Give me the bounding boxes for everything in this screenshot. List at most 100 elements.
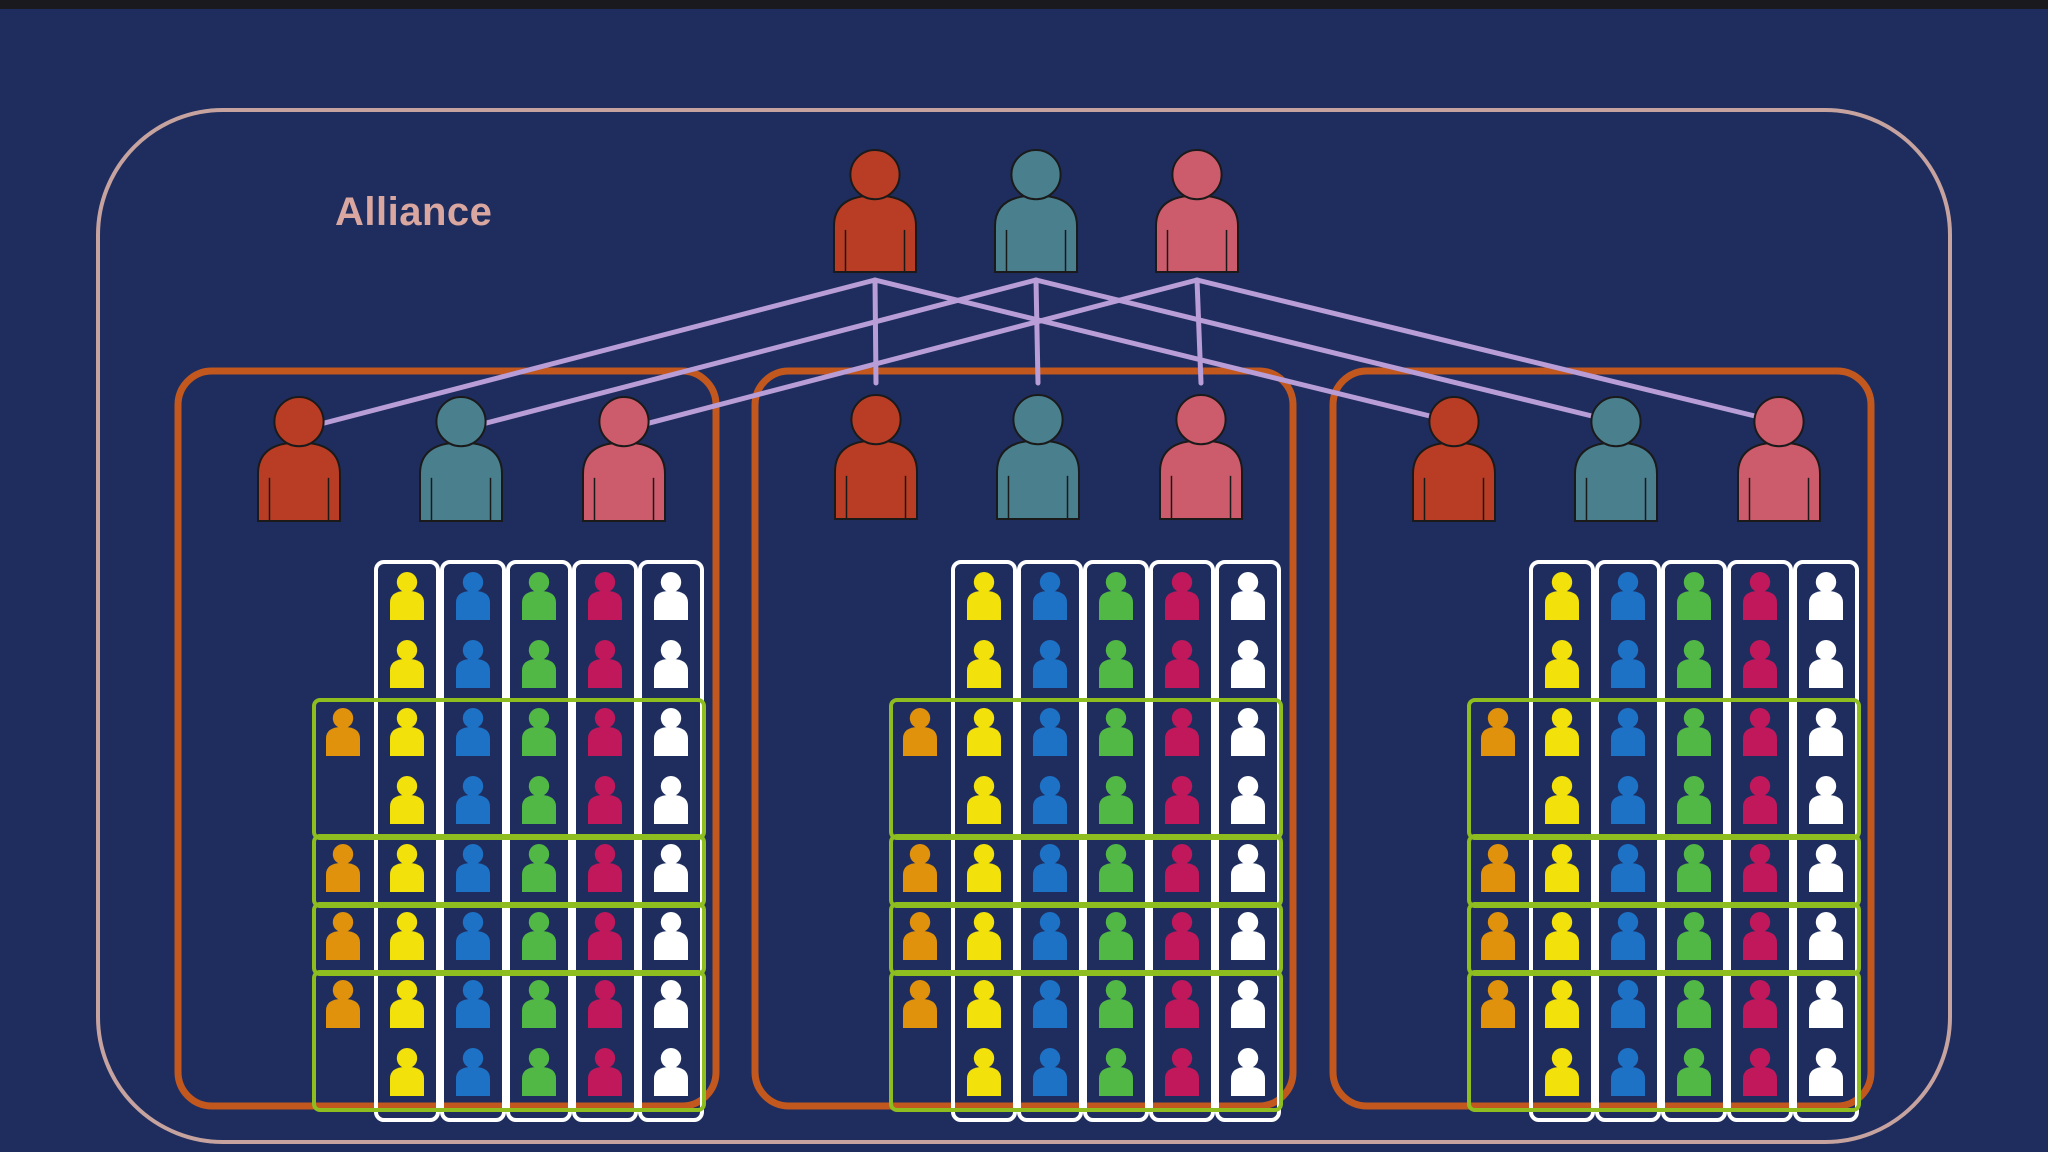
- group-3-member-yellow-4: [1545, 776, 1579, 824]
- group-2-member-green-6: [1099, 912, 1133, 960]
- group-3-member-yellow-5: [1545, 844, 1579, 892]
- group-2-member-orange-7: [903, 980, 937, 1028]
- group-3-member-yellow-7: [1545, 980, 1579, 1028]
- group-1-member-blue-6: [456, 912, 490, 960]
- group-2-member-blue-4: [1033, 776, 1067, 824]
- group-2-leader-pink-icon: [1159, 394, 1243, 520]
- group-1-member-orange-5: [326, 844, 360, 892]
- group-1-container: [174, 367, 720, 1110]
- group-1-column-green: [506, 560, 572, 1122]
- group-2-member-blue-3: [1033, 708, 1067, 756]
- group-3-member-green-3: [1677, 708, 1711, 756]
- group-1-row-group-4: [312, 970, 706, 1112]
- group-1-member-yellow-7: [390, 980, 424, 1028]
- group-2-column-yellow: [951, 560, 1017, 1122]
- group-2-member-blue-7: [1033, 980, 1067, 1028]
- group-1-member-white-8: [654, 1048, 688, 1096]
- group-2-member-magenta-6: [1165, 912, 1199, 960]
- group-1-member-blue-7: [456, 980, 490, 1028]
- group-3-leader-red-icon: [1412, 396, 1496, 522]
- group-2-member-white-7: [1231, 980, 1265, 1028]
- group-3-member-white-3: [1809, 708, 1843, 756]
- group-2-container: [751, 367, 1297, 1110]
- group-3-member-green-2: [1677, 640, 1711, 688]
- group-1-member-white-2: [654, 640, 688, 688]
- connector-leader-red-group-1: [306, 277, 878, 430]
- group-3-member-yellow-3: [1545, 708, 1579, 756]
- group-2-column-magenta: [1149, 560, 1215, 1122]
- group-1-member-yellow-8: [390, 1048, 424, 1096]
- group-3-member-blue-4: [1611, 776, 1645, 824]
- group-3-member-blue-8: [1611, 1048, 1645, 1096]
- group-1-member-magenta-2: [588, 640, 622, 688]
- group-2-member-yellow-6: [967, 912, 1001, 960]
- group-3-member-magenta-4: [1743, 776, 1777, 824]
- group-3-leader-pink-icon: [1737, 396, 1821, 522]
- group-1-member-yellow-3: [390, 708, 424, 756]
- group-3-member-green-6: [1677, 912, 1711, 960]
- group-3-member-blue-1: [1611, 572, 1645, 620]
- group-2-member-magenta-2: [1165, 640, 1199, 688]
- group-2-column-blue: [1017, 560, 1083, 1122]
- group-2-member-white-3: [1231, 708, 1265, 756]
- group-3-column-yellow: [1529, 560, 1595, 1122]
- group-1-member-green-7: [522, 980, 556, 1028]
- group-3-member-blue-5: [1611, 844, 1645, 892]
- group-1-member-orange-6: [326, 912, 360, 960]
- group-2-member-green-8: [1099, 1048, 1133, 1096]
- group-1-member-white-5: [654, 844, 688, 892]
- group-3-member-white-7: [1809, 980, 1843, 1028]
- group-2-member-magenta-8: [1165, 1048, 1199, 1096]
- connector-leader-teal-group-2: [1033, 277, 1041, 386]
- group-1-leader-teal-icon: [419, 396, 503, 522]
- group-3-leader-teal-icon: [1574, 396, 1658, 522]
- group-1-member-green-2: [522, 640, 556, 688]
- group-1-member-blue-8: [456, 1048, 490, 1096]
- group-1-member-green-3: [522, 708, 556, 756]
- group-1: [257, 396, 706, 1122]
- group-1-member-green-4: [522, 776, 556, 824]
- group-2-member-magenta-3: [1165, 708, 1199, 756]
- connector-leader-pink-group-3: [1194, 277, 1762, 420]
- alliance-leader-teal-icon: [994, 149, 1078, 273]
- group-1-member-white-4: [654, 776, 688, 824]
- connector-leader-pink-group-1: [631, 277, 1200, 430]
- group-1-member-orange-7: [326, 980, 360, 1028]
- group-1-member-blue-3: [456, 708, 490, 756]
- connector-leader-red-group-2: [872, 277, 879, 386]
- group-2-member-white-1: [1231, 572, 1265, 620]
- group-2-member-white-4: [1231, 776, 1265, 824]
- group-3-member-orange-3: [1481, 708, 1515, 756]
- group-3-column-magenta: [1727, 560, 1793, 1122]
- group-2-member-yellow-3: [967, 708, 1001, 756]
- group-2-member-yellow-2: [967, 640, 1001, 688]
- group-2-member-blue-5: [1033, 844, 1067, 892]
- group-3-row-group-4: [1467, 970, 1861, 1112]
- group-3-member-blue-2: [1611, 640, 1645, 688]
- group-1-member-white-6: [654, 912, 688, 960]
- group-1-member-yellow-4: [390, 776, 424, 824]
- group-1-member-yellow-5: [390, 844, 424, 892]
- group-3-member-blue-6: [1611, 912, 1645, 960]
- group-1-member-magenta-4: [588, 776, 622, 824]
- group-1-member-blue-4: [456, 776, 490, 824]
- group-2-column-green: [1083, 560, 1149, 1122]
- group-3-member-green-1: [1677, 572, 1711, 620]
- group-2-member-orange-6: [903, 912, 937, 960]
- group-1-column-blue: [440, 560, 506, 1122]
- group-2-member-yellow-4: [967, 776, 1001, 824]
- group-3-member-orange-7: [1481, 980, 1515, 1028]
- group-1-column-yellow: [374, 560, 440, 1122]
- group-3-member-white-2: [1809, 640, 1843, 688]
- group-2-member-yellow-1: [967, 572, 1001, 620]
- group-3-container: [1329, 367, 1875, 1110]
- group-3-member-yellow-6: [1545, 912, 1579, 960]
- group-2-member-blue-1: [1033, 572, 1067, 620]
- group-3-column-green: [1661, 560, 1727, 1122]
- group-2-member-orange-5: [903, 844, 937, 892]
- group-2-member-yellow-8: [967, 1048, 1001, 1096]
- group-1-member-magenta-6: [588, 912, 622, 960]
- group-1-member-magenta-7: [588, 980, 622, 1028]
- group-1-member-white-7: [654, 980, 688, 1028]
